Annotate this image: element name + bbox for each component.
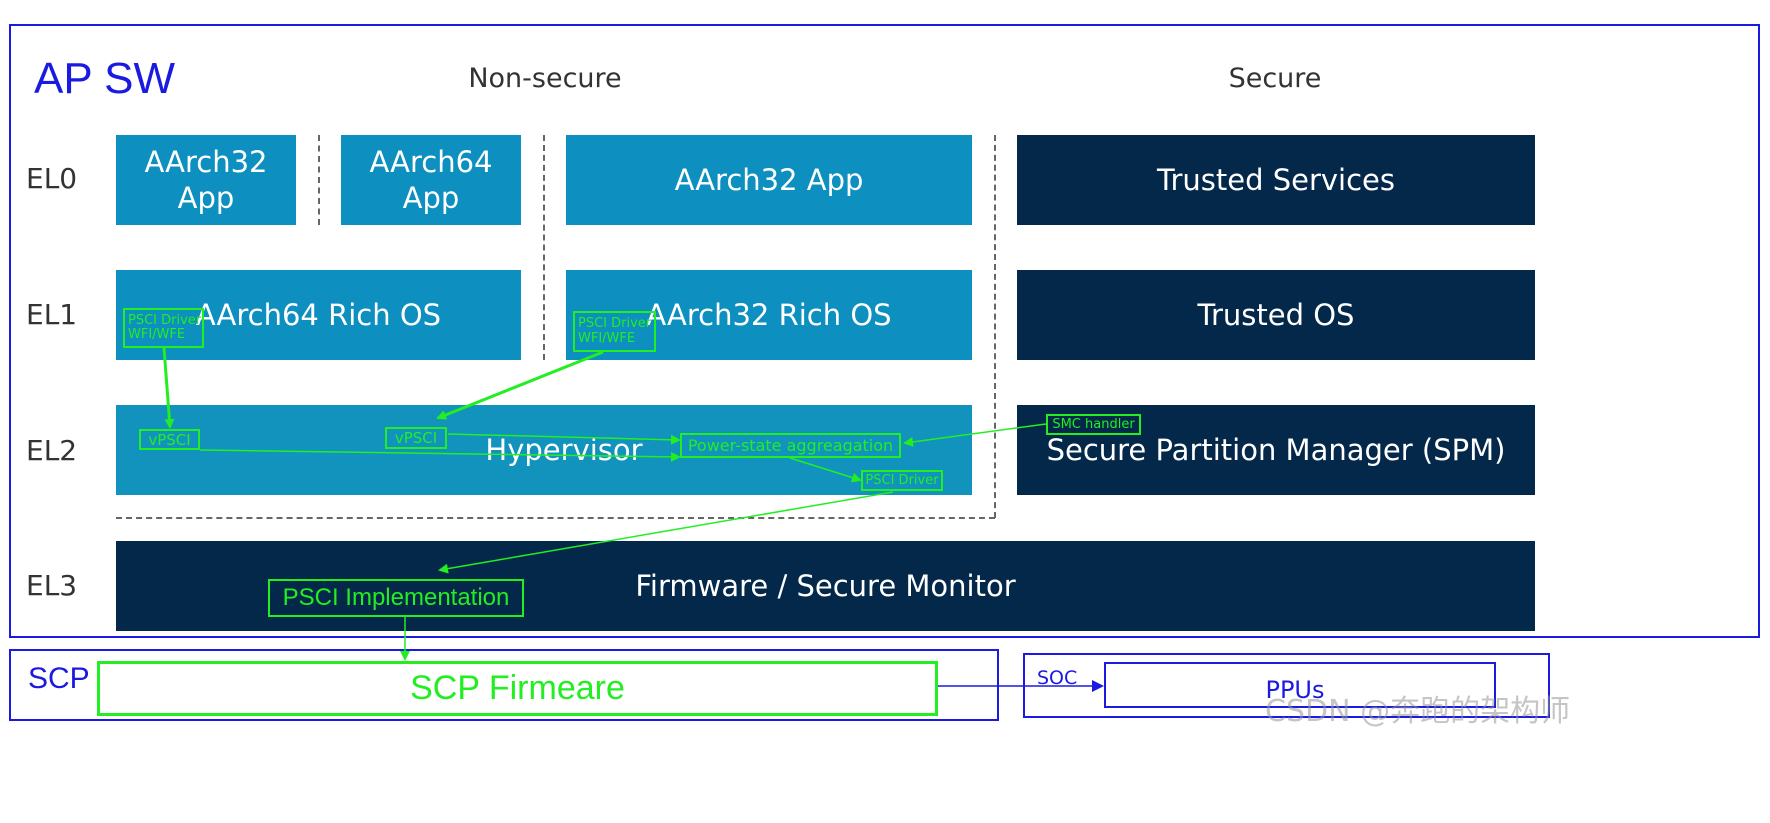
spm-label: Secure Partition Manager (SPM): [1046, 432, 1506, 467]
arrow-aarch32-driver-to-vpsci: [436, 350, 604, 420]
vpsci-right-label: vPSCI: [394, 429, 438, 447]
aarch64-rich-os-box: AArch64 Rich OS: [116, 270, 521, 360]
aarch32-app-box-b: AArch32 App: [566, 135, 972, 225]
trusted-services-label: Trusted Services: [1157, 162, 1395, 197]
psci-driver-aarch32-line2: WFI/WFE: [578, 330, 636, 346]
smc-handler-label: SMC handler: [1052, 417, 1135, 432]
arrow-vpsci-right-to-power: [447, 433, 681, 445]
el3-label: EL3: [26, 569, 78, 602]
vpsci-box-right: vPSCI: [385, 427, 447, 449]
arrow-vpsci-left-to-power: [199, 449, 681, 462]
separator-el0-a: [318, 135, 320, 225]
hypervisor-box: Hypervisor: [116, 405, 972, 495]
aarch64-app-label: AArch64 App: [369, 144, 493, 215]
separator-el2-el3: [116, 517, 995, 519]
ppus-label: PPUs: [1265, 676, 1325, 704]
separator-nonsecure-mid: [543, 135, 545, 360]
aarch32-rich-os-box: AArch32 Rich OS: [566, 270, 972, 360]
scp-firmware-box: SCP Firmeare: [97, 661, 938, 716]
psci-driver-aarch64-line1: PSCI Driver: [128, 312, 202, 328]
scp-frame: [9, 649, 999, 721]
trusted-os-label: Trusted OS: [1197, 297, 1355, 332]
el0-label: EL0: [26, 162, 78, 195]
watermark: CSDN @奔跑的架构师: [1265, 694, 1571, 729]
power-state-aggregation-box: Power-state aggreagation: [680, 433, 901, 458]
aarch64-rich-os-label: AArch64 Rich OS: [195, 297, 442, 332]
psci-implementation-label: PSCI Implementation: [282, 584, 510, 611]
soc-label: SOC: [1037, 667, 1078, 689]
arrow-smc-to-power: [903, 423, 1047, 447]
arrow-psci-driver-to-impl: [438, 491, 894, 574]
vpsci-left-label: vPSCI: [148, 430, 191, 449]
psci-driver-hyp-label: PSCI Driver: [865, 473, 939, 488]
aarch32-app-a-label: AArch32 App: [144, 144, 268, 215]
ap-sw-title: AP SW: [34, 54, 176, 103]
aarch32-rich-os-label: AArch32 Rich OS: [646, 297, 892, 332]
firmware-label: Firmware / Secure Monitor: [635, 568, 1016, 603]
trusted-services-box: Trusted Services: [1017, 135, 1535, 225]
power-state-label: Power-state aggreagation: [687, 436, 894, 455]
separator-secure: [994, 135, 996, 518]
psci-driver-box-aarch32: PSCI Driver WFI/WFE: [573, 311, 656, 352]
psci-driver-box-hyp: PSCI Driver: [861, 470, 943, 491]
scp-firmware-label: SCP Firmeare: [410, 669, 625, 707]
aarch32-app-b-label: AArch32 App: [674, 162, 864, 197]
trusted-os-box: Trusted OS: [1017, 270, 1535, 360]
non-secure-label: Non-secure: [468, 63, 622, 94]
arrow-aarch64-driver-to-vpsci: [162, 347, 175, 429]
arrow-power-to-psci-driver: [789, 457, 862, 483]
psci-implementation-box: PSCI Implementation: [268, 579, 524, 617]
scp-title: SCP: [28, 662, 90, 695]
psci-driver-aarch64-line2: WFI/WFE: [128, 327, 186, 342]
smc-handler-box: SMC handler: [1046, 414, 1141, 435]
secure-label: Secure: [1228, 63, 1322, 94]
psci-driver-aarch32-line1: PSCI Driver: [578, 316, 652, 332]
ap-sw-frame: [9, 24, 1760, 638]
aarch32-app-box-a: AArch32 App: [116, 135, 296, 225]
ppus-box: PPUs: [1104, 662, 1496, 708]
el1-label: EL1: [26, 298, 78, 331]
psci-driver-box-aarch64: PSCI Driver WFI/WFE: [123, 308, 204, 348]
vpsci-box-left: vPSCI: [139, 429, 200, 450]
el2-label: EL2: [26, 434, 78, 467]
aarch64-app-box: AArch64 App: [341, 135, 521, 225]
